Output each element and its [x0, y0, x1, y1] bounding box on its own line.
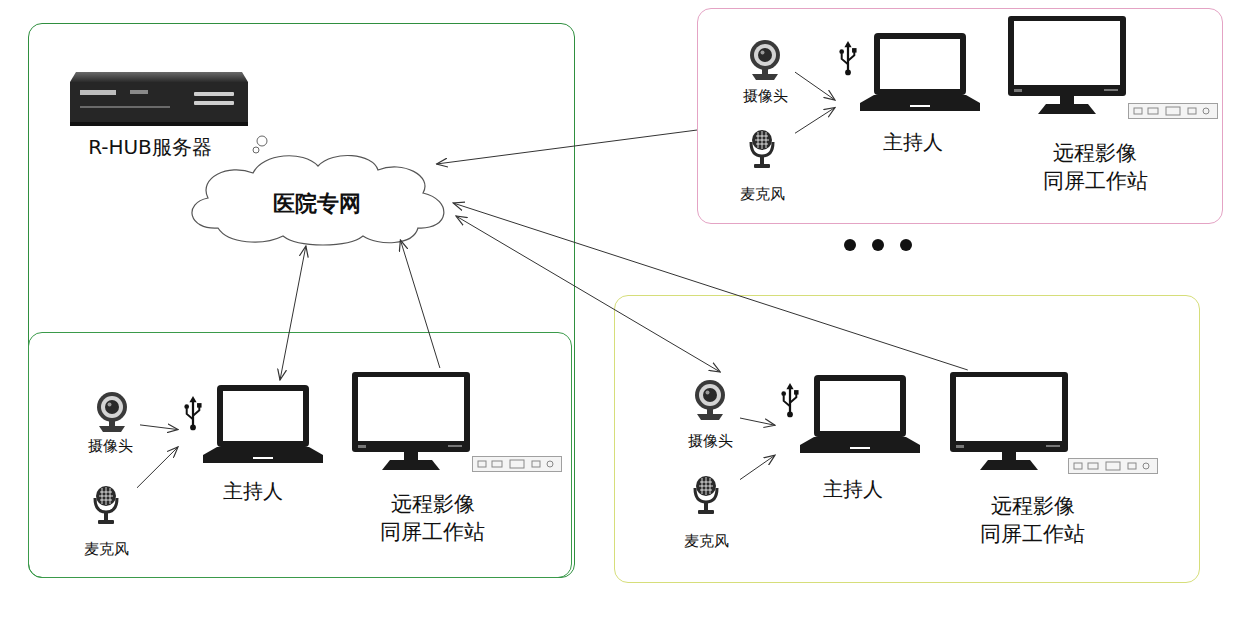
ellipsis-dot [844, 239, 856, 251]
device-box [473, 457, 562, 472]
camera-icon [695, 380, 725, 420]
monitor-icon [352, 372, 470, 470]
site-group-box: R-HUB服务器医院专网摄像头麦克风 主持人 远程影像 同屏工作站 [28, 23, 575, 578]
connector-arrow [740, 418, 775, 425]
server-node: R-HUB服务器 [60, 60, 240, 160]
host-laptop: 主持人 [178, 380, 328, 504]
mic-icon [751, 130, 773, 168]
network-cloud: 医院专网 [178, 148, 456, 248]
usb-symbol [839, 41, 856, 75]
connector-arrow [740, 455, 775, 479]
monitor-icon [1008, 16, 1126, 114]
node-label: 远程影像 同屏工作站 [363, 490, 503, 546]
connector-arrow [437, 130, 697, 164]
device-box [1069, 459, 1158, 474]
mic-node: 麦克风 [730, 128, 795, 203]
site-group-box: 摄像头麦克风 主持人远程影像 同屏工作站 [614, 295, 1200, 583]
mic-node: 麦克风 [75, 480, 137, 558]
laptop-icon [203, 385, 323, 463]
node-label: 麦克风 [684, 532, 729, 550]
cloud-bubble [257, 136, 267, 146]
node-label: 摄像头 [743, 87, 788, 105]
host-laptop: 主持人 [835, 30, 990, 155]
laptop-icon [860, 33, 980, 111]
connector-arrow [453, 203, 968, 370]
node-label: 摄像头 [88, 437, 133, 455]
camera-icon [97, 392, 127, 432]
node-label: 摄像头 [688, 432, 733, 450]
connector-arrow [137, 447, 178, 488]
connector-arrow [795, 108, 835, 134]
workstation-node: 远程影像 同屏工作站 [1000, 15, 1190, 195]
node-label: 主持人 [823, 476, 883, 502]
camera-node: 摄像头 [735, 35, 795, 105]
ellipsis-dot [872, 239, 884, 251]
node-label: 主持人 [883, 129, 943, 155]
mic-icon [95, 486, 117, 524]
node-label: 医院专网 [273, 191, 361, 217]
connector-arrow [795, 72, 835, 100]
camera-node: 摄像头 [80, 385, 140, 455]
device-box [1129, 104, 1218, 119]
workstation-node: 远程影像 同屏工作站 [340, 368, 525, 546]
usb-symbol [781, 383, 798, 417]
mic-icon [695, 476, 717, 514]
cloud-bubble [253, 147, 259, 153]
node-label: 远程影像 同屏工作站 [963, 492, 1103, 548]
camera-icon [750, 40, 780, 80]
node-label: 远程影像 同屏工作站 [1025, 139, 1165, 195]
server-illustration [70, 72, 248, 126]
workstation-node: 远程影像 同屏工作站 [940, 370, 1125, 548]
cloud-shape [192, 155, 444, 245]
host-laptop: 主持人 [775, 372, 930, 502]
node-label: 麦克风 [84, 540, 129, 558]
node-label: 麦克风 [740, 185, 785, 203]
node-label: 主持人 [223, 478, 283, 504]
node-label: R-HUB服务器 [88, 134, 212, 160]
connector-arrow [140, 425, 178, 430]
monitor-icon [950, 372, 1068, 470]
site-group-box: 摄像头麦克风 主持人 远程影像 同屏工作站 [697, 8, 1223, 224]
connector-arrow [456, 216, 720, 372]
connector-arrow [280, 246, 306, 380]
ellipsis-dot [900, 239, 912, 251]
site-group-box: 摄像头麦克风 主持人 远程影像 同屏工作站 [28, 332, 572, 578]
laptop-icon [800, 375, 920, 453]
usb-symbol [184, 396, 201, 430]
camera-node: 摄像头 [680, 372, 740, 450]
connector-arrow [400, 240, 440, 368]
mic-node: 麦克风 [672, 470, 740, 550]
